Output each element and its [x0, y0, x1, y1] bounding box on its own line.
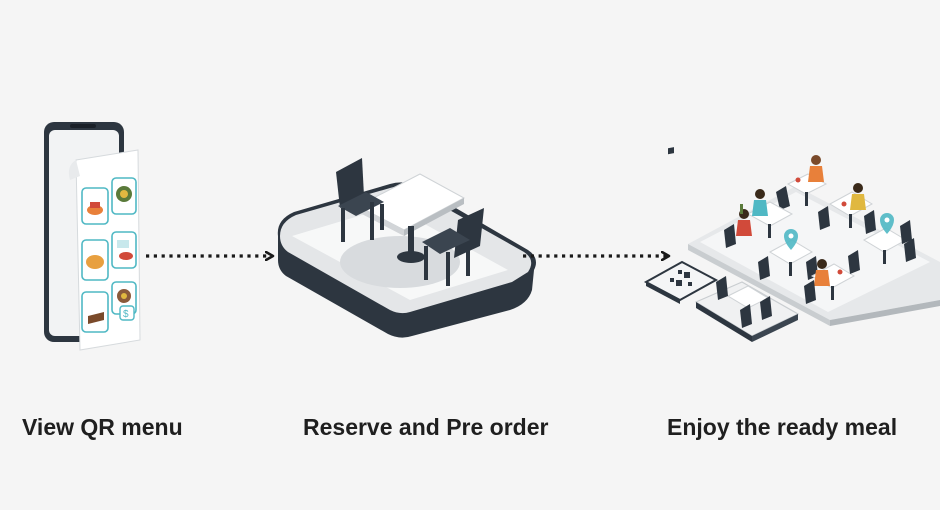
qr-code-icon	[643, 147, 719, 304]
dining-tables	[716, 155, 916, 328]
restaurant-dining-icon	[643, 147, 940, 342]
step-3-label: Enjoy the ready meal	[667, 414, 898, 440]
location-pin-icons	[784, 213, 894, 250]
phone-table-reservation-icon	[277, 158, 536, 338]
chair-front	[422, 208, 484, 286]
step-2-label: Reserve and Pre order	[303, 414, 549, 440]
svg-text:$: $	[123, 309, 129, 320]
phone-qr-menu-icon: $	[44, 122, 141, 351]
step-1-label: View QR menu	[22, 414, 183, 440]
menu-food-cards: $	[81, 177, 137, 333]
chair-back	[336, 158, 384, 242]
